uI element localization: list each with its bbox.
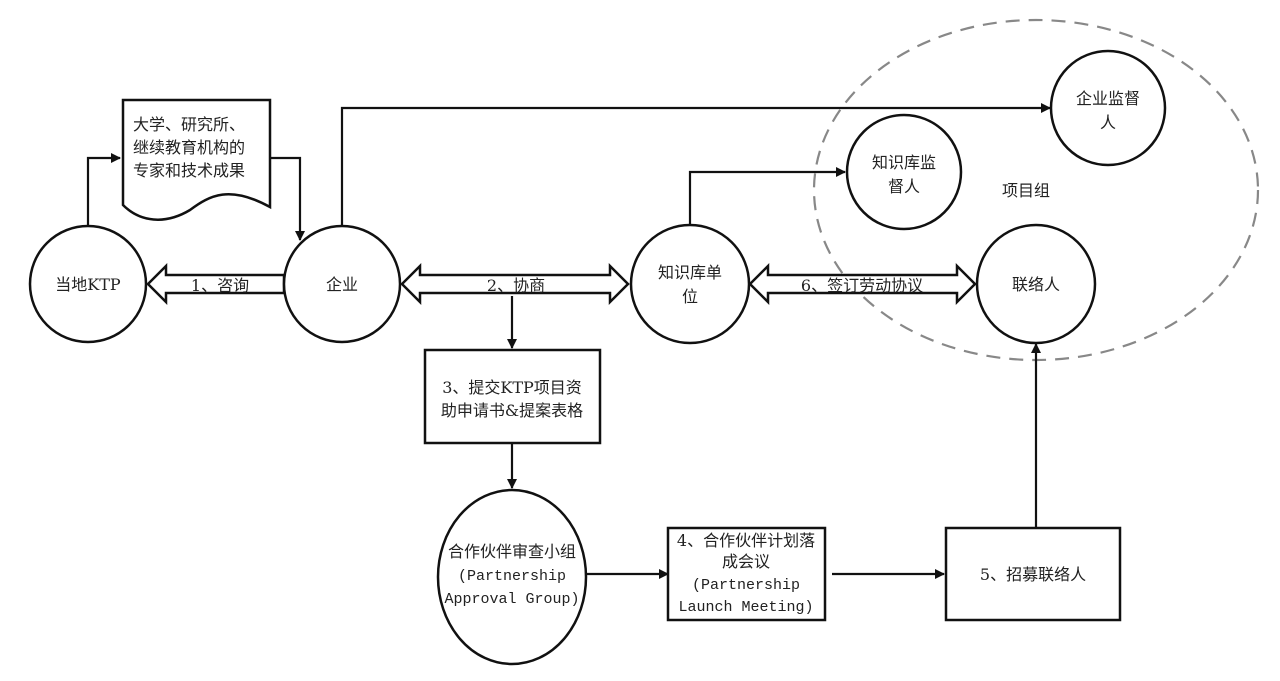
approval-group-node[interactable] xyxy=(436,488,588,666)
ktp-to-university-arrow xyxy=(86,153,121,226)
approval-label-3: Approval Group) xyxy=(444,591,579,608)
step4-box[interactable] xyxy=(666,526,827,622)
enterprise-label: 企业 xyxy=(326,275,358,294)
step5-box[interactable] xyxy=(944,526,1122,622)
step2-label: 2、协商 xyxy=(487,276,545,295)
enterprise-supervisor-label-2: 人 xyxy=(1100,113,1116,132)
university-document-shape xyxy=(121,98,272,221)
step4-label-4: Launch Meeting) xyxy=(678,599,813,616)
enterprise-to-supervisor-arrow xyxy=(340,103,1051,226)
enterprise-supervisor-label-1: 企业监督 xyxy=(1076,89,1140,108)
knowledge-base-node[interactable] xyxy=(629,223,751,345)
liaison-node[interactable] xyxy=(975,223,1097,345)
approval-label-1: 合作伙伴审查小组 xyxy=(448,542,576,561)
enterprise-supervisor-node[interactable] xyxy=(1049,49,1167,167)
kb-supervisor-label-2: 督人 xyxy=(888,177,920,196)
step4-label-3: (Partnership xyxy=(692,577,800,594)
step3-label-1: 3、提交KTP项目资 xyxy=(442,378,582,397)
kb-label-1: 知识库单 xyxy=(658,263,722,282)
step5-label: 5、招募联络人 xyxy=(980,565,1086,584)
step4-label-2: 成会议 xyxy=(722,552,770,571)
university-label-3: 专家和技术成果 xyxy=(133,161,245,180)
local-ktp-node[interactable] xyxy=(28,224,148,344)
kb-supervisor-label-1: 知识库监 xyxy=(872,153,936,172)
step6-label: 6、签订劳动协议 xyxy=(801,276,923,295)
university-label-1: 大学、研究所、 xyxy=(133,115,245,134)
step1-label: 1、咨询 xyxy=(191,276,249,295)
university-label-2: 继续教育机构的 xyxy=(133,138,245,157)
enterprise-node[interactable] xyxy=(282,224,402,344)
project-group-label: 项目组 xyxy=(1002,181,1050,200)
kb-supervisor-node[interactable] xyxy=(845,113,963,231)
kb-to-kb-supervisor-arrow xyxy=(688,167,846,224)
local-ktp-label: 当地KTP xyxy=(55,275,121,294)
step4-label-1: 4、合作伙伴计划落 xyxy=(677,531,815,550)
university-to-enterprise-arrow xyxy=(270,156,305,241)
step3-label-2: 助申请书&提案表格 xyxy=(441,401,583,420)
liaison-label: 联络人 xyxy=(1012,275,1060,294)
labor-agreement-block-arrow xyxy=(748,262,977,306)
approval-label-2: (Partnership xyxy=(458,568,566,585)
step3-box[interactable] xyxy=(423,348,602,445)
kb-label-2: 位 xyxy=(682,287,698,306)
negotiate-block-arrow xyxy=(400,262,630,306)
